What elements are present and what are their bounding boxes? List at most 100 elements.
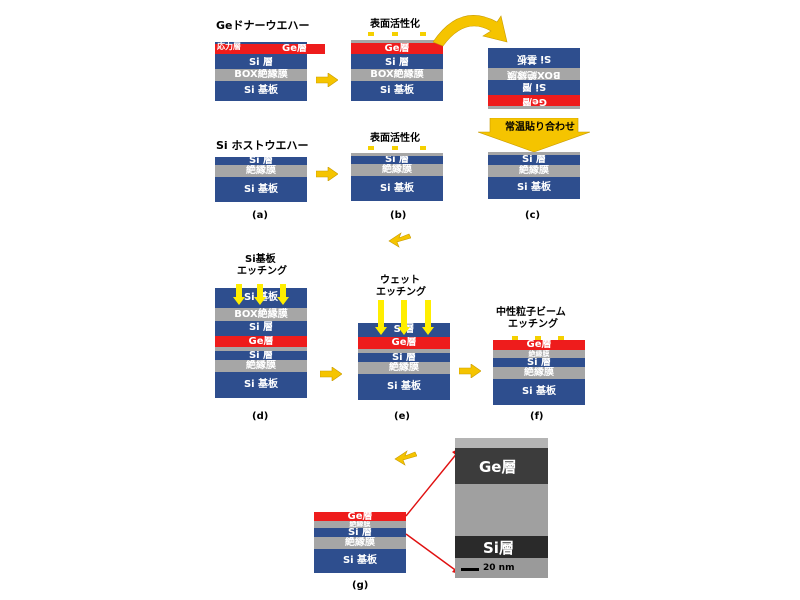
surface-activation-label-bottom: 表面活性化 xyxy=(370,133,420,144)
activation-mark xyxy=(512,336,518,340)
caption-g: (g) xyxy=(352,580,369,591)
stack-g: Ge層 絶縁膜 Si 層 絶縁膜 Si 基板 xyxy=(314,512,406,573)
layer-ge: Ge層 xyxy=(493,340,585,350)
si-etching-label-2: エッチング xyxy=(237,266,287,277)
caption-f: (f) xyxy=(530,411,544,422)
activation-mark xyxy=(392,32,398,36)
layer-si-substrate: Si 基板 xyxy=(488,177,580,199)
layer-box-flipped: BOX絶縁膜 xyxy=(488,68,580,80)
layer-box: BOX絶縁膜 xyxy=(215,69,307,81)
tem-middle xyxy=(455,484,548,536)
layer-ge: Ge層 xyxy=(358,337,450,349)
si-etching-label-1: Si基板 xyxy=(245,254,276,265)
layer-si-substrate-flipped: Si 基板 xyxy=(488,48,580,68)
caption-d: (d) xyxy=(252,411,269,422)
etch-arrow-shaft xyxy=(257,284,263,298)
arrow-right-icon xyxy=(316,167,338,181)
layer-thin-si xyxy=(351,54,443,57)
stack-c-flipped: Si 基板 BOX絶縁膜 Si 層 Ge層 xyxy=(488,48,580,109)
etch-arrow-shaft xyxy=(280,284,286,298)
stack-b-bottom: Si 層 絶縁膜 Si 基板 xyxy=(351,153,443,201)
layer-si-substrate: Si 基板 xyxy=(215,372,307,398)
etch-arrow-head xyxy=(375,327,387,335)
layer-insulator: 絶縁膜 xyxy=(488,165,580,177)
activation-mark xyxy=(535,336,541,340)
activation-mark xyxy=(392,146,398,150)
layer-si: Si 層 xyxy=(215,157,307,165)
layer-si: Si 層 xyxy=(351,57,443,69)
layer-si: Si 層 xyxy=(314,528,406,537)
layer-si: Si 層 xyxy=(488,155,580,165)
tem-si-label: Si層 xyxy=(483,539,514,557)
caption-a: (a) xyxy=(252,210,268,221)
layer-insulator: 絶縁膜 xyxy=(358,362,450,374)
layer-ge-flipped: Ge層 xyxy=(488,95,580,106)
stack-a-ge-donor: Ge層 Si 層 BOX絶縁膜 Si 基板 xyxy=(215,42,325,101)
layer-ge: Ge層 xyxy=(314,512,406,521)
flip-arrow-icon xyxy=(432,15,508,47)
stress-layer-note: 応力層 xyxy=(217,42,241,51)
tem-ge-label: Ge層 xyxy=(479,458,517,476)
layer-bottom-gray xyxy=(488,106,580,109)
caption-b: (b) xyxy=(390,210,407,221)
layer-thin-si xyxy=(488,92,580,95)
ge-donor-wafer-label: Geドナーウエハー xyxy=(216,19,310,32)
etch-arrow-head xyxy=(422,327,434,335)
layer-si: Si 層 xyxy=(215,57,307,69)
layer-thin-si xyxy=(215,334,307,336)
room-temp-bonding-label: 常温貼り合わせ xyxy=(505,122,575,133)
tem-ge-band xyxy=(455,448,548,484)
activation-mark xyxy=(420,146,426,150)
layer-thin-si xyxy=(215,54,307,57)
etch-arrow-shaft xyxy=(236,284,242,298)
layer-si-substrate: Si 基板 xyxy=(358,374,450,400)
activation-mark xyxy=(420,32,426,36)
arrow-right-icon xyxy=(459,364,481,378)
layer-si-substrate: Si 基板 xyxy=(493,379,585,405)
surface-activation-label-top: 表面活性化 xyxy=(370,19,420,30)
caption-c: (c) xyxy=(525,210,541,221)
layer-ge: Ge層 xyxy=(215,44,325,54)
neutral-beam-label-2: エッチング xyxy=(508,319,558,330)
arrow-diagonal-icon xyxy=(388,232,411,248)
stack-c-bottom: Si 層 絶縁膜 Si 基板 xyxy=(488,152,580,199)
layer-box: BOX絶縁膜 xyxy=(215,308,307,321)
layer-top-gray xyxy=(351,153,443,156)
wet-etching-label-1: ウェット xyxy=(380,275,420,286)
layer-si: Si 層 xyxy=(215,351,307,360)
layer-si: Si 層 xyxy=(493,358,585,367)
tem-top-band xyxy=(455,438,548,448)
layer-si-top xyxy=(215,42,307,44)
bonding-arrow-icon xyxy=(478,118,590,152)
stack-a-si-host: Si 層 絶縁膜 Si 基板 xyxy=(215,157,307,202)
scale-bar xyxy=(461,568,479,571)
layer-insulator: 絶縁膜 xyxy=(493,367,585,379)
layer-si: Si 層 xyxy=(358,353,450,362)
activation-mark xyxy=(558,336,564,340)
layer-thin-gray xyxy=(215,347,307,351)
stack-b-top: Ge層 Si 層 BOX絶縁膜 Si 基板 xyxy=(351,40,443,101)
scale-label: 20 nm xyxy=(483,563,515,573)
etch-arrow-shaft xyxy=(378,300,384,328)
layer-ge: Ge層 xyxy=(351,43,443,54)
layer-thin-gray xyxy=(358,349,450,353)
layer-insulator: 絶縁膜 xyxy=(314,537,406,549)
layer-thin-gray: 絶縁膜 xyxy=(314,521,406,528)
layer-ge-label: Ge層 xyxy=(282,44,307,54)
tem-si-band xyxy=(455,536,548,558)
activation-mark xyxy=(368,146,374,150)
layer-thin-gray: 絶縁膜 xyxy=(493,350,585,358)
wet-etching-label-2: エッチング xyxy=(376,287,426,298)
activation-mark xyxy=(368,32,374,36)
layer-insulator: 絶縁膜 xyxy=(351,164,443,176)
layer-ge: Ge層 xyxy=(215,336,307,347)
layer-si-flipped: Si 層 xyxy=(488,80,580,92)
layer-si-substrate: Si 基板 xyxy=(314,549,406,573)
neutral-beam-label-1: 中性粒子ビーム xyxy=(496,307,566,318)
stack-f: Ge層 絶縁膜 Si 層 絶縁膜 Si 基板 xyxy=(493,340,585,405)
tem-image: Ge層 Si層 20 nm xyxy=(455,438,548,578)
etch-arrow-head xyxy=(254,297,266,305)
etch-arrow-shaft xyxy=(401,300,407,328)
layer-top-gray xyxy=(488,152,580,155)
caption-e: (e) xyxy=(394,411,410,422)
